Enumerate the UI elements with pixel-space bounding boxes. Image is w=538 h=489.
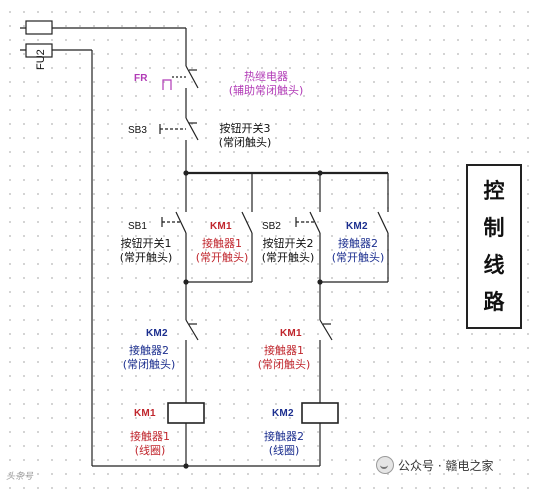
km2-nc-name: 接触器2: [129, 344, 169, 357]
sb3-tag: SB3: [128, 125, 147, 136]
fu2-label: FU2: [35, 49, 47, 70]
km1-coil-name: 接触器1: [130, 430, 170, 443]
fr-label: 热继电器 (辅助常闭触头): [222, 70, 310, 98]
km2-nc-contact: [185, 319, 199, 341]
km1-hold-desc: (常开触头): [195, 251, 249, 264]
km1-coil-label: 接触器1 (线圈): [118, 430, 182, 458]
km2-hold-desc: (常开触头): [331, 251, 385, 264]
wechat-icon: [376, 456, 394, 474]
fr-desc: (辅助常闭触头): [228, 84, 304, 97]
watermark-text: 公众号 · 赣电之家: [398, 458, 494, 473]
sb1-tag: SB1: [128, 221, 147, 232]
sb1-contact: [161, 211, 187, 234]
sb2-label: 按钮开关2 (常开触头): [256, 237, 320, 265]
sb2-contact: [295, 211, 321, 234]
sb3-name: 按钮开关3: [219, 122, 271, 135]
km2-hold-label: 接触器2 (常开触头): [326, 237, 390, 265]
km2-hold-name: 接触器2: [338, 237, 378, 250]
side-title-char-4: 路: [483, 290, 505, 315]
km2-coil: [301, 402, 339, 424]
sb3-contact: [159, 117, 199, 173]
fuse-2: [25, 43, 53, 58]
sb1-name: 按钮开关1: [120, 237, 172, 250]
side-title-char-2: 制: [483, 215, 505, 240]
km1-nc-label: 接触器1 (常闭触头): [248, 344, 320, 372]
km1-coil: [167, 402, 205, 424]
km2-hold-tag: KM2: [346, 221, 368, 232]
sb3-desc: (常闭触头): [218, 136, 272, 149]
km1-coil-desc: (线圈): [134, 444, 166, 457]
km1-hold-name: 接触器1: [202, 237, 242, 250]
km2-coil-name: 接触器2: [264, 430, 304, 443]
km2-nc-desc: (常闭触头): [122, 358, 176, 371]
km1-coil-tag: KM1: [134, 408, 156, 419]
control-circuit-title-box: 控 制 线 路: [466, 164, 522, 329]
side-title-char-3: 线: [483, 253, 505, 278]
km1-nc-desc: (常闭触头): [257, 358, 311, 371]
sb1-desc: (常开触头): [119, 251, 173, 264]
km1-hold-label: 接触器1 (常开触头): [190, 237, 254, 265]
km2-coil-desc: (线圈): [268, 444, 300, 457]
sb2-desc: (常开触头): [261, 251, 315, 264]
side-title-char-1: 控: [483, 178, 505, 203]
km2-nc-tag: KM2: [146, 328, 168, 339]
watermark: 公众号 · 赣电之家: [376, 456, 493, 474]
km1-nc-tag: KM1: [280, 328, 302, 339]
fr-contact: [162, 65, 199, 118]
fuse-1: [25, 20, 53, 35]
km2-coil-tag: KM2: [272, 408, 294, 419]
km2-nc-label: 接触器2 (常闭触头): [112, 344, 186, 372]
sb2-name: 按钮开关2: [262, 237, 314, 250]
km1-hold-contact: [241, 211, 253, 234]
km2-coil-label: 接触器2 (线圈): [252, 430, 316, 458]
sb2-tag: SB2: [262, 221, 281, 232]
km2-hold-contact: [377, 211, 389, 234]
sb1-label: 按钮开关1 (常开触头): [106, 237, 186, 265]
logo-text: 头条号: [6, 472, 34, 482]
km1-nc-name: 接触器1: [264, 344, 304, 357]
sb3-label: 按钮开关3 (常闭触头): [206, 122, 284, 150]
km1-hold-tag: KM1: [210, 221, 232, 232]
km1-nc-contact: [319, 319, 333, 341]
fr-tag: FR: [134, 73, 148, 84]
fr-name: 热继电器: [244, 70, 288, 83]
